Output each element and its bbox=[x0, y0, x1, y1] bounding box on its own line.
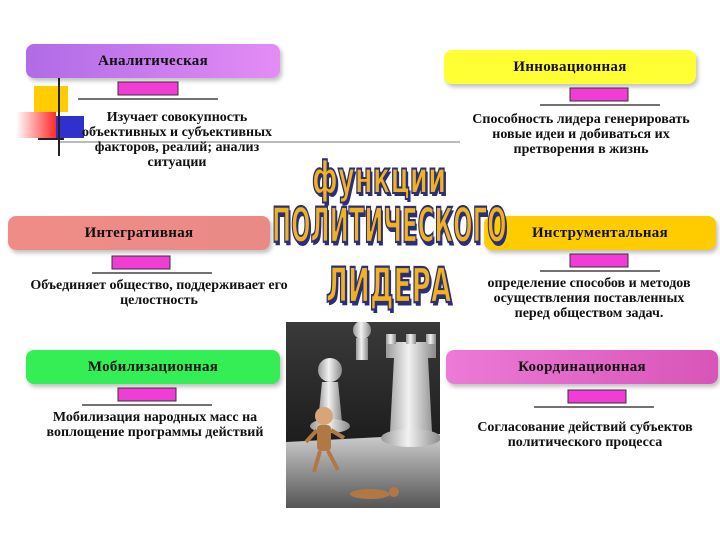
figure-leader bbox=[304, 407, 346, 473]
function-coordination-description: Согласование действий субъектов политиче… bbox=[477, 420, 693, 450]
function-instrumental-header: Инструментальная bbox=[484, 216, 716, 250]
function-integrative-description: Объединяет общество, поддерживает его це… bbox=[30, 278, 288, 308]
decor-blue-square bbox=[56, 116, 84, 138]
function-integrative-label: Интегративная bbox=[84, 224, 194, 241]
title-line-3: ЛИДЕРА bbox=[325, 257, 452, 315]
function-instrumental-description: определение способов и методов осуществл… bbox=[487, 276, 691, 321]
title-line-1: функции bbox=[311, 151, 447, 205]
function-mobilization-header: Мобилизационная bbox=[26, 350, 280, 384]
function-analytic-header: Аналитическая bbox=[26, 44, 280, 78]
connector-instrumental bbox=[540, 253, 660, 272]
chess-board-illustration bbox=[286, 322, 440, 508]
decor-squares bbox=[16, 78, 90, 156]
connector-coordination bbox=[534, 389, 654, 408]
title-line-2: ПОЛИТИЧЕСКОГО bbox=[271, 197, 507, 255]
decor-gray-rule bbox=[60, 141, 460, 143]
function-coordination-label: Координационная bbox=[518, 358, 646, 375]
decor-horizontal-line bbox=[38, 138, 64, 140]
function-innovative-description: Способность лидера генерировать новые ид… bbox=[472, 112, 690, 157]
function-mobilization-label: Мобилизационная bbox=[87, 358, 219, 375]
fallen-figure bbox=[350, 487, 399, 499]
decor-vertical-line bbox=[58, 78, 60, 156]
connector-innovative bbox=[540, 87, 660, 106]
illustration-board bbox=[286, 434, 440, 508]
function-integrative-header: Интегративная bbox=[8, 216, 270, 250]
function-mobilization-description: Мобилизация народных масс на воплощение … bbox=[46, 410, 264, 440]
decor-red-square bbox=[16, 112, 56, 138]
function-coordination-header: Координационная bbox=[446, 350, 718, 384]
rook-piece-right bbox=[381, 334, 440, 447]
decor-yellow-square bbox=[34, 86, 68, 112]
function-innovative-label: Инновационная bbox=[513, 58, 627, 75]
connector-integrative bbox=[92, 255, 212, 274]
connector-analytic bbox=[78, 81, 218, 100]
pawn-piece-back bbox=[353, 322, 371, 360]
function-analytic-description: Изучает совокупность объективных и субъе… bbox=[81, 110, 273, 170]
function-instrumental-label: Инструментальная bbox=[531, 224, 669, 241]
connector-mobilization bbox=[82, 387, 212, 406]
function-analytic-label: Аналитическая bbox=[97, 52, 209, 69]
function-innovative-header: Инновационная bbox=[444, 50, 696, 84]
